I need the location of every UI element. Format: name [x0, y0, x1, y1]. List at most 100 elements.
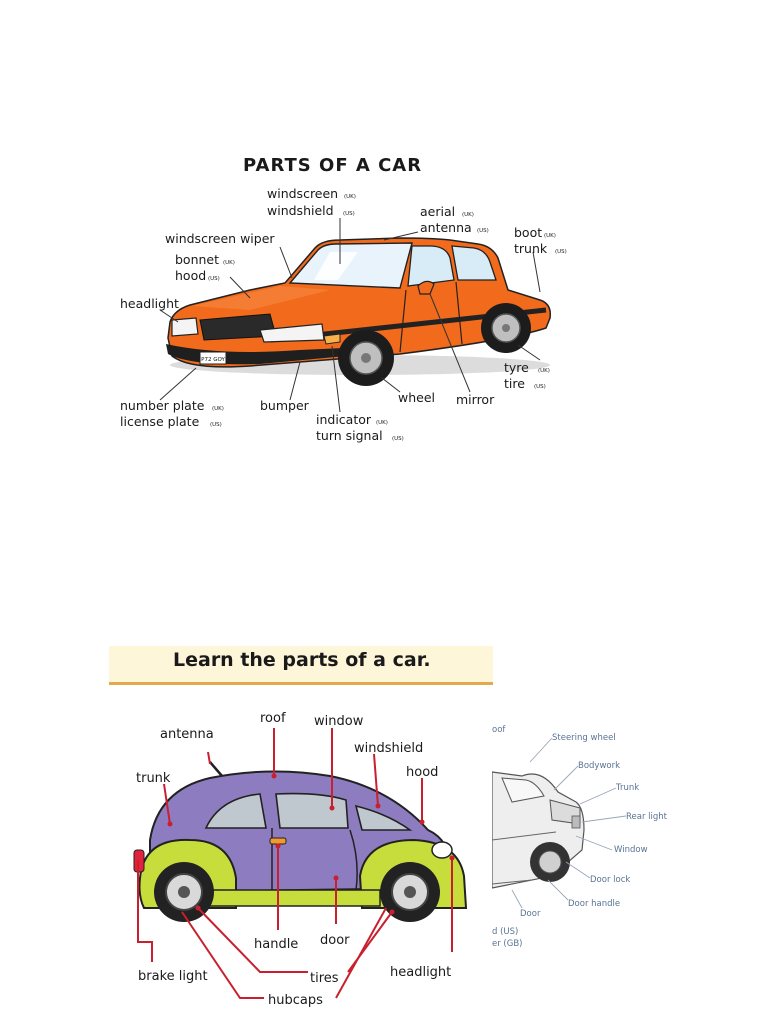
tag-boot: (UK): [544, 233, 556, 239]
grey-labels: oof Steering wheel Bodywork Trunk Rear l…: [492, 725, 668, 949]
beetle-windshield: [354, 804, 413, 831]
door-line-rear: [455, 281, 463, 345]
leader-antenna: [207, 751, 211, 765]
labels: windscreen (UK) windshield (US) aerial (…: [120, 186, 567, 443]
leader-indicator: [331, 345, 341, 413]
tag-trunk: (US): [555, 249, 567, 255]
rear-wheel: [481, 303, 531, 353]
tag-aerial: (UK): [462, 212, 474, 218]
leader-headlight: [159, 309, 179, 323]
sedan-windshield: [288, 242, 413, 289]
leader-steering-wheel: [529, 737, 553, 763]
label-windshield: windshield: [267, 203, 334, 218]
leader-boot: [532, 251, 541, 293]
label-windscreen-wiper: windscreen wiper: [165, 231, 275, 246]
label-hood: hood: [175, 268, 206, 283]
left-headlight: [171, 317, 199, 337]
label-windshield: windshield: [354, 741, 423, 756]
dot-windshield: [375, 803, 381, 809]
dot-handle: [275, 843, 281, 849]
label-door-handle: Door handle: [568, 899, 620, 909]
leader-bumper: [289, 361, 301, 401]
label-roof: roof: [260, 711, 286, 726]
rear-side-window: [451, 245, 497, 281]
label-window: window: [314, 714, 364, 729]
leader-tyre: [517, 344, 541, 361]
label-bumper: bumper: [260, 398, 310, 413]
label-bonnet: bonnet: [175, 252, 219, 267]
label-turn-signal: turn signal: [316, 428, 383, 443]
front-wheel: [338, 330, 394, 386]
door-line-front: [399, 289, 407, 353]
label-indicator: indicator: [316, 412, 372, 427]
label-tire: tire: [504, 376, 525, 391]
label-tyre: tyre: [504, 360, 529, 375]
label-trunk: Trunk: [615, 783, 639, 793]
label-windscreen: windscreen: [267, 186, 338, 201]
beetle-running-board: [209, 889, 381, 907]
leader-hubcaps-left: [181, 911, 264, 999]
tag-windscreen: (UK): [344, 194, 356, 200]
dot-headlight: [449, 855, 455, 861]
label-tires: tires: [310, 971, 339, 986]
leader-wheel: [381, 377, 401, 393]
leader-windshield: [373, 753, 379, 807]
leader-wiper: [279, 246, 293, 279]
grey-car-wheel: [530, 842, 570, 882]
label-headlight: headlight: [120, 296, 179, 311]
plate-text: P72 GOY: [201, 357, 225, 363]
front-side-window: [407, 245, 455, 287]
leader-door-handle: [547, 879, 569, 901]
windshield-glare: [314, 252, 358, 280]
beetle-rear-window: [204, 793, 267, 829]
tag-tire: (US): [534, 384, 546, 390]
leader-trunk: [579, 787, 617, 805]
grey-car-rear-light: [571, 815, 581, 829]
label-wheel: wheel: [398, 390, 435, 405]
grey-car: [492, 771, 585, 889]
leader-window: [575, 835, 613, 851]
label-rear-light: Rear light: [626, 812, 668, 822]
leader-number-plate: [159, 367, 197, 401]
tag-license-plate: (US): [210, 422, 222, 428]
tag-tyre: (UK): [538, 368, 550, 374]
dot-hood: [419, 819, 425, 825]
beetle-illustration: roof window antenna windshield hood trun…: [133, 711, 468, 1008]
leader-lines: [159, 218, 541, 413]
label-us-fragment: d (US): [492, 927, 518, 937]
tag-number-plate: (UK): [212, 406, 224, 412]
dot-door: [333, 875, 339, 881]
leader-mirror: [429, 293, 471, 393]
grey-leader-lines: [511, 737, 627, 909]
grey-car-sill: [492, 879, 533, 885]
leader-trunk: [163, 783, 171, 825]
purple-beetle: [133, 761, 468, 922]
beetle-labels: roof window antenna windshield hood trun…: [136, 711, 451, 1008]
label-brake-light: brake light: [138, 969, 208, 984]
label-headlight: headlight: [390, 965, 451, 980]
tag-bonnet: (UK): [223, 260, 235, 266]
leader-hubcaps-right: [335, 907, 387, 999]
grey-car-body-line: [492, 831, 557, 841]
leader-door: [511, 889, 523, 909]
tag-hood: (US): [208, 276, 220, 282]
beetle-rear-wheel: [154, 862, 214, 922]
label-antenna: antenna: [160, 727, 214, 742]
banner-title: Learn the parts of a car.: [173, 649, 431, 671]
label-trunk: trunk: [514, 241, 548, 256]
beetle-headlight: [431, 841, 453, 859]
label-hood: hood: [406, 765, 438, 780]
leader-door-lock: [565, 861, 591, 879]
tag-turn-signal: (US): [392, 436, 404, 442]
label-handle: handle: [254, 937, 298, 952]
orange-sedan: P72 GOY: [166, 237, 552, 386]
label-door: door: [320, 933, 350, 948]
side-mirror: [417, 280, 435, 295]
label-window: Window: [614, 845, 648, 855]
label-steering-wheel: Steering wheel: [552, 733, 616, 743]
dot-roof: [271, 773, 277, 779]
beetle-door-handle: [269, 837, 287, 845]
label-gb-fragment: er (GB): [492, 939, 522, 949]
label-hubcaps: hubcaps: [268, 993, 323, 1008]
leader-bodywork: [553, 765, 579, 791]
